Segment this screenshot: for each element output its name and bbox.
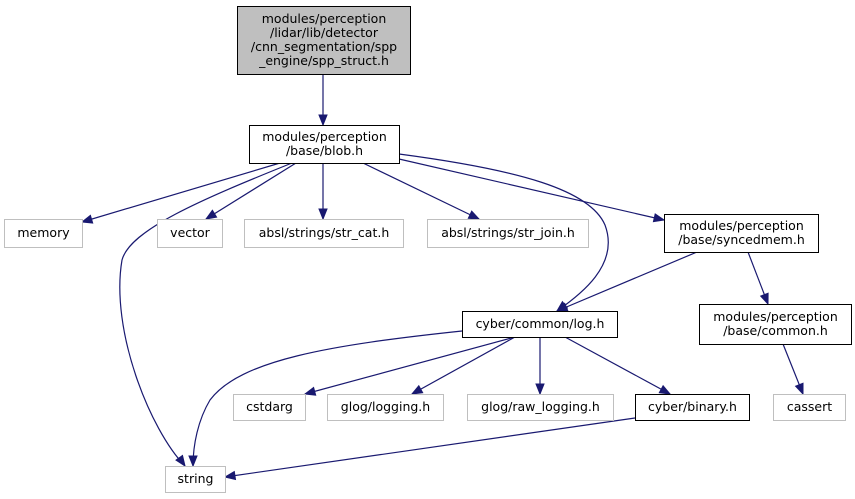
arrowhead	[410, 384, 424, 395]
node-label: cyber/binary.h	[648, 399, 737, 414]
edge-log-to-glog_logging	[410, 336, 516, 395]
node-blob[interactable]: modules/perception/base/blob.h	[249, 125, 400, 164]
edge-line	[411, 336, 516, 395]
node-label: cyber/common/log.h	[476, 316, 605, 331]
edge-line	[398, 153, 609, 312]
node-label: string	[178, 471, 214, 486]
node-box	[327, 394, 444, 421]
edge-syncedmem-to-common	[747, 251, 769, 306]
node-label: modules/perception	[713, 309, 838, 324]
node-box	[462, 311, 618, 338]
node-label: absl/strings/str_join.h	[441, 225, 575, 240]
node-label: /cnn_segmentation/spp	[251, 39, 397, 54]
node-label: vector	[170, 225, 211, 240]
node-box	[157, 219, 223, 248]
node-cassert: cassert	[773, 394, 846, 421]
arrowhead	[467, 210, 481, 220]
node-label: modules/perception	[679, 218, 804, 233]
edge-log-to-glog_raw	[535, 337, 545, 396]
node-box	[233, 394, 306, 421]
arrowhead	[204, 209, 218, 220]
arrowhead	[535, 383, 545, 396]
node-binary[interactable]: cyber/binary.h	[635, 394, 750, 421]
node-memory: memory	[4, 219, 83, 248]
node-box	[4, 219, 83, 248]
edge-line	[556, 251, 698, 312]
edge-log-to-cstdarg	[303, 336, 516, 396]
node-label: /lidar/lib/detector	[270, 25, 379, 40]
node-label: modules/perception	[262, 11, 387, 26]
arrowhead	[794, 382, 804, 396]
edge-line	[398, 158, 665, 221]
edge-binary-to-string	[223, 417, 636, 481]
node-label: glog/raw_logging.h	[481, 399, 600, 414]
node-box	[427, 219, 589, 248]
node-glog_raw: glog/raw_logging.h	[467, 394, 614, 421]
arrowhead	[652, 213, 666, 223]
arrowhead	[318, 114, 328, 127]
node-label: /base/syncedmem.h	[678, 232, 805, 247]
node-box	[244, 219, 404, 248]
node-str_cat: absl/strings/str_cat.h	[244, 219, 404, 248]
edge-line	[304, 336, 516, 395]
node-box	[664, 214, 819, 253]
edge-line	[205, 162, 297, 220]
edge-line	[192, 330, 463, 467]
node-log[interactable]: cyber/common/log.h	[462, 311, 618, 338]
edge-line	[224, 417, 636, 478]
node-box	[635, 394, 750, 421]
edge-syncedmem-to-log	[555, 251, 698, 312]
arrowhead	[555, 302, 569, 312]
edge-line	[362, 162, 480, 220]
node-cstdarg: cstdarg	[233, 394, 306, 421]
node-syncedmem[interactable]: modules/perception/base/syncedmem.h	[664, 214, 819, 253]
edge-blob-to-memory	[80, 162, 281, 224]
node-box	[699, 304, 852, 345]
arrowhead	[303, 386, 317, 396]
node-glog_logging: glog/logging.h	[327, 394, 444, 421]
node-label: cassert	[787, 399, 832, 414]
arrowhead	[658, 384, 672, 395]
edge-blob-to-string	[119, 162, 293, 468]
node-string: string	[165, 466, 226, 493]
nodes-layer: modules/perception/lidar/lib/detector/cn…	[4, 6, 852, 493]
edge-blob-to-syncedmem	[398, 158, 666, 223]
node-str_join: absl/strings/str_join.h	[427, 219, 589, 248]
node-box	[249, 125, 400, 164]
node-common[interactable]: modules/perception/base/common.h	[699, 304, 852, 345]
node-vector: vector	[157, 219, 223, 248]
node-label: _engine/spp_struct.h	[258, 53, 389, 68]
edge-line	[564, 336, 671, 395]
arrowhead	[223, 470, 237, 481]
edge-blob-to-str_join	[362, 162, 481, 220]
arrowhead	[80, 214, 94, 224]
node-label: absl/strings/str_cat.h	[259, 225, 390, 240]
edge-spp_struct-to-blob	[318, 74, 328, 127]
node-box	[237, 6, 411, 75]
arrowhead	[175, 454, 186, 468]
edge-line	[81, 162, 281, 223]
node-label: modules/perception	[262, 129, 387, 144]
edge-line	[119, 162, 293, 467]
node-box	[467, 394, 614, 421]
edge-blob-to-vector	[204, 162, 297, 220]
node-box	[165, 466, 226, 493]
node-label: cstdarg	[246, 399, 293, 414]
edge-log-to-string	[188, 330, 463, 468]
edge-log-to-binary	[564, 336, 672, 395]
edge-common-to-cassert	[782, 343, 804, 396]
node-spp_struct: modules/perception/lidar/lib/detector/cn…	[237, 6, 411, 75]
edges-layer	[80, 74, 804, 481]
edge-blob-to-str_cat	[318, 163, 328, 221]
node-label: glog/logging.h	[341, 399, 430, 414]
arrowhead	[759, 292, 769, 306]
node-label: /base/blob.h	[286, 143, 363, 158]
arrowhead	[188, 455, 198, 468]
arrowhead	[318, 208, 328, 221]
node-box	[773, 394, 846, 421]
node-label: memory	[17, 225, 70, 240]
node-label: /base/common.h	[723, 323, 828, 338]
